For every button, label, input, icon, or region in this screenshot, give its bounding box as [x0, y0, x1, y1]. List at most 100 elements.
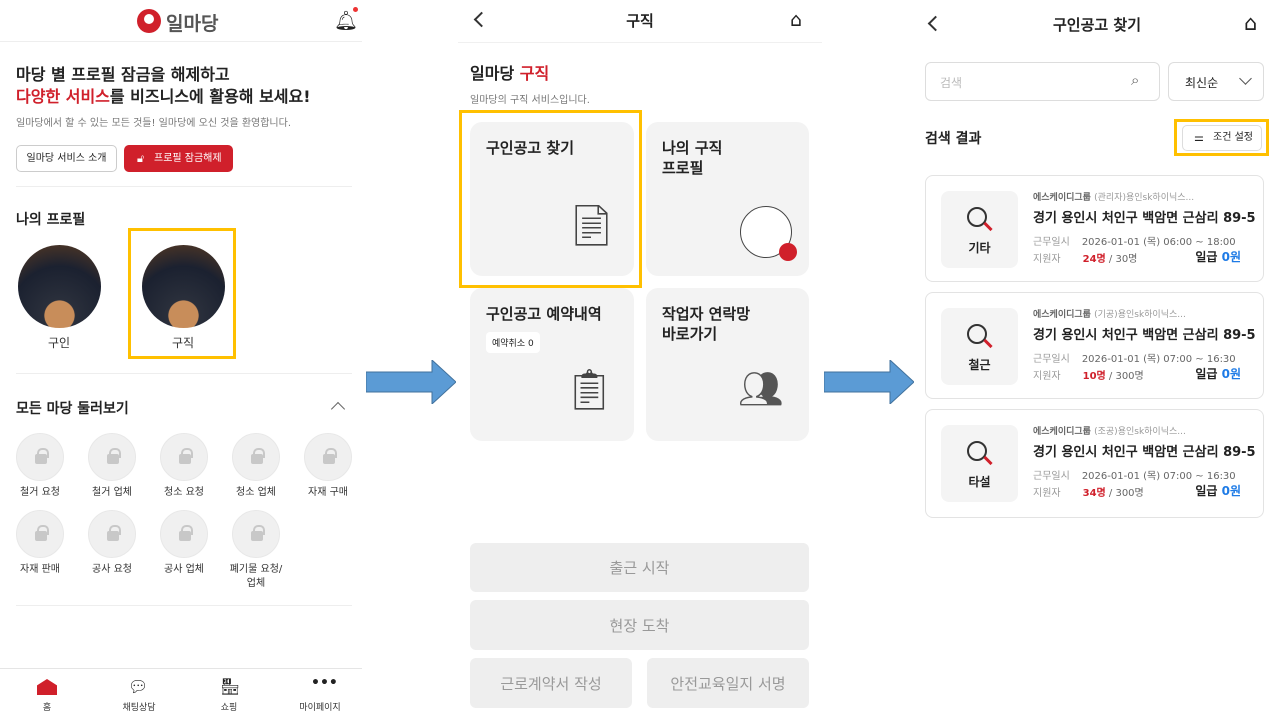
screen-title: 구직	[626, 12, 654, 30]
document-clock-icon: 📋︎	[564, 367, 615, 413]
store-icon[interactable]: 🏪︎	[220, 677, 241, 696]
nav-home[interactable]: 홈	[42, 703, 52, 713]
job-post-card[interactable]: 철근 에스케이디그룹 (기공)용인sk하이닉스... 경기 용인시 처인구 백암…	[925, 292, 1264, 399]
chevron-up-icon[interactable]	[330, 401, 346, 417]
madang-label[interactable]: 자재 구매	[308, 487, 348, 498]
applied-count: 24명	[1082, 254, 1106, 265]
madang-label[interactable]: 청소 요청	[164, 487, 204, 498]
headline-line1: 마당 별 프로필 잠금을 해제하고	[16, 65, 230, 84]
service-intro-button[interactable]: 일마당 서비스 소개	[16, 145, 117, 172]
daily-pay: 일급 0원	[1195, 365, 1241, 382]
sort-dropdown[interactable]: 최신순	[1168, 62, 1264, 101]
madang-lock-icon[interactable]	[232, 433, 280, 481]
applicant-label: 지원자	[1033, 371, 1061, 382]
capacity: / 300명	[1105, 488, 1144, 499]
labor-contract-button[interactable]: 근로계약서 작성	[470, 658, 632, 708]
madang-lock-icon[interactable]	[88, 510, 136, 558]
profile-avatar-jobseeker[interactable]	[142, 245, 225, 328]
applicant-label: 지원자	[1033, 254, 1061, 265]
job-address: 경기 용인시 처인구 백암면 근삼리 89-5	[1033, 211, 1256, 226]
org-chart-icon: 👥︎	[738, 369, 784, 410]
applied-count: 34명	[1082, 488, 1106, 499]
search-icon[interactable]: ⌕	[1131, 71, 1140, 89]
capacity: / 300명	[1105, 371, 1144, 382]
unlock-profile-button[interactable]: 🔓︎프로필 잠금해제	[124, 145, 233, 172]
madang-label[interactable]: 폐기물 요청/ 업체	[229, 564, 283, 589]
madang-label[interactable]: 공사 업체	[164, 564, 204, 575]
check-in-button[interactable]: 출근 시작	[470, 543, 809, 592]
job-post-card[interactable]: 타설 에스케이디그룹 (조공)용인sk하이닉스... 경기 용인시 처인구 백암…	[925, 409, 1264, 518]
home-screen: 일마당 🔔︎ 마당 별 프로필 잠금을 해제하고 다양한 서비스를 비즈니스에 …	[0, 0, 362, 720]
work-datetime: 2026-01-01 (목) 07:00 ~ 16:30	[1081, 471, 1236, 482]
site-name: (조공)용인sk하이닉스...	[1094, 427, 1186, 437]
madang-lock-icon[interactable]	[160, 433, 208, 481]
capacity: / 30명	[1105, 254, 1138, 265]
date-label: 근무일시	[1033, 471, 1070, 482]
results-label: 검색 결과	[925, 131, 982, 147]
category-label: 기타	[968, 241, 991, 255]
profile-label-employer: 구인	[47, 336, 71, 350]
madang-label[interactable]: 철거 요청	[20, 487, 60, 498]
madang-label[interactable]: 철거 업체	[92, 487, 132, 498]
madang-lock-icon[interactable]	[88, 433, 136, 481]
person-search-icon	[967, 207, 993, 232]
user-settings-icon	[740, 206, 797, 261]
job-address: 경기 용인시 처인구 백암면 근삼리 89-5	[1033, 328, 1256, 343]
person-search-icon	[967, 441, 993, 466]
madang-lock-icon[interactable]	[160, 510, 208, 558]
bell-icon[interactable]: 🔔︎	[334, 10, 359, 32]
section-subtitle: 일마당의 구직 서비스입니다.	[470, 95, 590, 106]
search-input[interactable]: 검색 ⌕	[925, 62, 1160, 101]
pay-amount: 0원	[1221, 367, 1241, 381]
filter-label: 조건 설정	[1213, 132, 1253, 143]
nav-chat[interactable]: 채팅상담	[122, 703, 156, 713]
flow-arrow-icon	[824, 360, 914, 404]
madang-label[interactable]: 자재 판매	[20, 564, 60, 575]
job-post-card[interactable]: 기타 에스케이디그룹 (관리자)용인sk하이닉스... 경기 용인시 처인구 백…	[925, 175, 1264, 282]
headline-rest: 를 비즈니스에 활용해 보세요!	[109, 87, 311, 106]
profile-avatar-employer[interactable]	[18, 245, 101, 328]
company-site: 에스케이디그룹 (조공)용인sk하이닉스...	[1033, 424, 1186, 437]
my-profile-title: 나의 프로필	[16, 212, 86, 228]
pay-label: 일급	[1195, 367, 1218, 381]
home-icon[interactable]: ⌂	[790, 9, 803, 31]
arrive-site-button[interactable]: 현장 도착	[470, 600, 809, 650]
divider	[16, 186, 352, 187]
date-label: 근무일시	[1033, 354, 1070, 365]
category-label: 타설	[968, 475, 991, 489]
madang-lock-icon[interactable]	[16, 510, 64, 558]
more-icon[interactable]: •••	[311, 675, 338, 691]
find-job-posts-card[interactable]: 구인공고 찾기📄︎	[470, 122, 634, 276]
my-profile-card[interactable]: 나의 구직 프로필	[646, 122, 809, 276]
company-site: 에스케이디그룹 (기공)용인sk하이닉스...	[1033, 307, 1186, 320]
madang-lock-icon[interactable]	[304, 433, 352, 481]
site-name: (기공)용인sk하이닉스...	[1094, 310, 1186, 320]
safety-log-button[interactable]: 안전교육일지 서명	[647, 658, 809, 708]
chat-icon[interactable]: 💬︎	[128, 677, 149, 696]
divider	[458, 42, 822, 43]
applied-count: 10명	[1082, 371, 1106, 382]
category-tile: 철근	[941, 308, 1018, 385]
applicant-label: 지원자	[1033, 488, 1061, 499]
headline-line2: 다양한 서비스를 비즈니스에 활용해 보세요!	[16, 83, 311, 107]
madang-lock-icon[interactable]	[232, 510, 280, 558]
madang-label[interactable]: 공사 요청	[92, 564, 132, 575]
work-datetime-row: 근무일시 2026-01-01 (목) 07:00 ~ 16:30	[1033, 467, 1236, 482]
madang-label[interactable]: 청소 업체	[236, 487, 276, 498]
filter-settings-button[interactable]: ⚌조건 설정	[1182, 125, 1262, 151]
reservation-history-card[interactable]: 구인공고 예약내역 예약취소 0 📋︎	[470, 288, 634, 441]
nav-mypage[interactable]: 마이페이지	[299, 703, 341, 713]
nav-shopping[interactable]: 쇼핑	[220, 703, 238, 713]
applicants-row: 지원자 24명 / 30명	[1033, 250, 1137, 265]
highlight-box	[128, 228, 236, 359]
logo-icon	[137, 9, 161, 33]
search-placeholder: 검색	[940, 76, 963, 90]
home-icon[interactable]: ⌂	[1244, 11, 1258, 35]
home-icon[interactable]	[37, 679, 57, 695]
divider	[16, 373, 352, 374]
company-site: 에스케이디그룹 (관리자)용인sk하이닉스...	[1033, 190, 1194, 203]
madang-lock-icon[interactable]	[16, 433, 64, 481]
worker-contacts-card[interactable]: 작업자 연락망 바로가기👥︎	[646, 288, 809, 441]
